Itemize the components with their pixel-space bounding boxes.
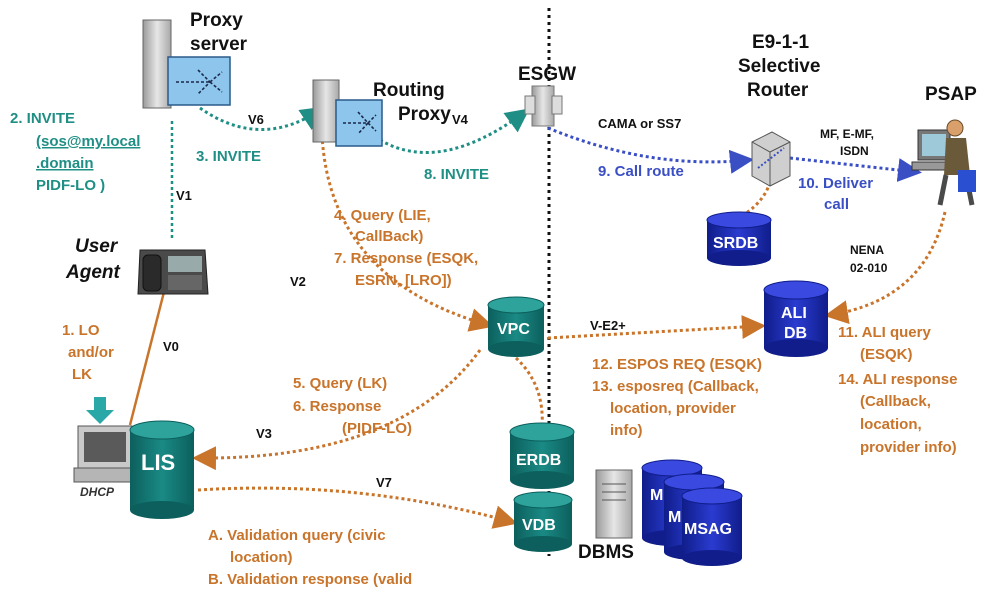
step-12-13-label: 12. ESPOS REQ (ESQK) 13. esposreq (Callb… [592,356,766,439]
vpc-label: VPC [497,321,530,338]
dhcp-label: DHCP [80,485,115,499]
v2-label: V2 [290,274,306,289]
lis-label: LIS [141,450,175,475]
step-4-7-label: 4. Query (LIE, CallBack) 7. Response (ES… [334,207,482,289]
proxy-server-label: Proxy server [190,10,248,55]
lis-database [129,420,195,519]
erdb-database [509,422,575,489]
step-9-call-route-label: 9. Call route [598,163,684,180]
selective-router-icon [751,131,791,187]
step-11-14-label: 11. ALI query (ESQK) 14. ALI response (C… [838,324,962,456]
step-5-6-label: 5. Query (LK) 6. Response (PIDF-LO) [293,375,412,437]
step-2-invite-label: 2. INVITE (sos@my.local .domain PIDF-LO … [10,110,145,194]
erdb-label: ERDB [516,452,561,469]
v1-label: V1 [176,188,192,203]
routing-proxy [312,79,383,147]
server-icon [595,469,633,539]
nena-link [824,211,947,325]
arrow-down-icon [86,397,114,424]
ali-database [763,280,829,357]
vdb-database [513,491,573,552]
server-icon [142,19,172,109]
gateway-icon [524,85,563,127]
psap-label: PSAP [925,84,977,105]
srdb-label: SRDB [713,235,758,252]
v3-link [192,349,482,471]
v7-label: V7 [376,475,392,490]
ve2-link [547,315,766,340]
vpc-database [487,296,545,357]
v0-label: V0 [163,339,179,354]
proxy-server [142,19,231,109]
srdb-database [706,211,772,266]
person-icon [937,119,976,206]
dhcp-computer-icon [73,425,135,483]
vdb-label: VDB [522,517,556,534]
step-8-invite-label: 8. INVITE [424,166,489,183]
phone-icon [137,249,209,295]
step-1-label: 1. LO and/or LK [62,322,118,383]
dbms-label: DBMS [578,542,634,563]
selective-router-label: E9-1-1 Selective Router [738,32,826,101]
router-icon [335,99,383,147]
srdb-link [744,181,772,216]
v7-link [197,486,518,529]
v6-label: V6 [248,112,264,127]
v4-link [379,108,530,154]
workstation-icon [911,129,953,171]
v0-link [128,287,167,426]
cama-link [547,126,754,174]
nena-label: NENA 02-010 [850,243,888,275]
msag-stack-label: M M MSAG [650,487,732,538]
ve2-label: V-E2+ [590,318,626,333]
v4-label: V4 [452,112,469,127]
v3-label: V3 [256,426,272,441]
user-agent-label: User Agent [65,236,123,283]
deliver-call-link [789,156,922,182]
msag-database-stack [641,459,743,566]
step-a-b-label: A. Validation query (civic location) B. … [208,527,412,588]
router-icon [167,56,231,106]
routing-proxy-label: Routing Proxy [373,80,451,125]
esgw-label: ESGW [518,64,576,85]
cama-label: CAMA or SS7 [598,116,681,131]
v2-link [320,134,494,332]
step-3-invite-label: 3. INVITE [196,148,261,165]
server-icon [312,79,340,143]
mf-label: MF, E-MF, ISDN [820,127,877,158]
step-10-deliver-call-label: 10. Deliver call [798,175,877,213]
erdb-link [514,356,544,429]
ali-db-label: ALI DB [781,305,811,342]
